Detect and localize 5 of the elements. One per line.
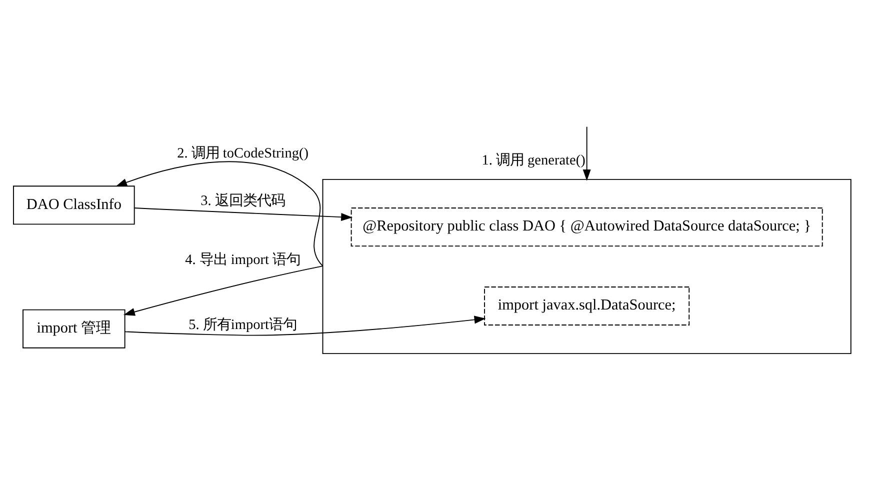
edge-label: 1. 调用 generate() [482, 152, 586, 168]
edge-label: 5. 所有import语句 [188, 316, 297, 332]
edge-label: 4. 导出 import 语句 [185, 252, 301, 268]
edge-label: 2. 调用 toCodeString() [177, 145, 309, 162]
edge-label: 3. 返回类代码 [200, 192, 285, 209]
